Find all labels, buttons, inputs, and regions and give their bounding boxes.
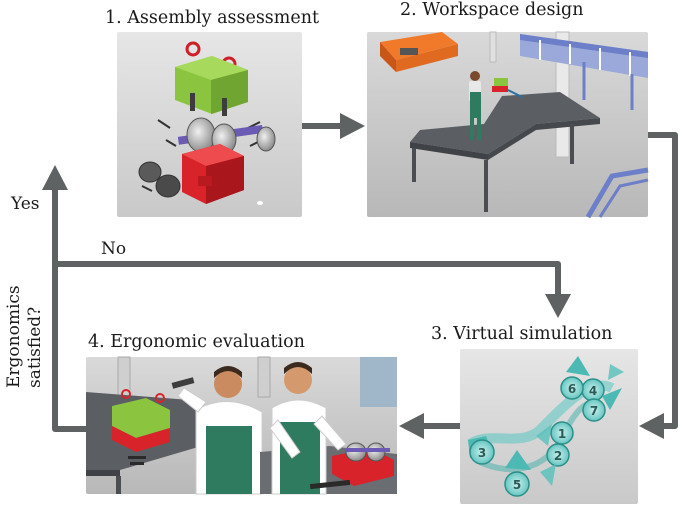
flow-arrows xyxy=(42,113,678,439)
arrow-simulation-to-evaluation-head xyxy=(399,413,424,439)
l-shaped-workbench xyxy=(410,92,600,212)
right-worker-figure xyxy=(269,362,347,495)
svg-text:4: 4 xyxy=(589,384,597,398)
yes-label: Yes xyxy=(10,194,40,214)
workbench-fixture xyxy=(492,78,523,98)
blue-conveyor xyxy=(520,34,649,219)
svg-text:5: 5 xyxy=(513,478,521,492)
workspace-design-image xyxy=(367,31,649,219)
arrow-assessment-to-design-head xyxy=(340,113,365,139)
arrow-no-head xyxy=(545,294,571,318)
loose-gear-icons xyxy=(138,161,263,205)
ergonomic-evaluation-image xyxy=(86,356,397,495)
worker-figure xyxy=(469,71,481,140)
no-label: No xyxy=(101,239,126,259)
svg-text:6: 6 xyxy=(568,382,576,396)
sim-direction-arrows xyxy=(536,364,624,486)
assembly-assessment-image xyxy=(117,32,302,217)
arrow-no-to-simulation xyxy=(55,261,561,296)
step-1-title: 1. Assembly assessment xyxy=(105,8,319,28)
arrow-design-to-simulation xyxy=(648,132,678,429)
red-housing-base xyxy=(182,144,244,204)
sim-marker-6: 6 xyxy=(560,356,590,400)
right-fixture xyxy=(332,442,394,486)
decision-question-line-1: Ergonomics xyxy=(4,285,24,388)
svg-text:1: 1 xyxy=(558,427,566,441)
green-housing-cover xyxy=(175,56,248,116)
sim-marker-5: 5 xyxy=(504,450,531,497)
left-fixture xyxy=(112,389,170,452)
arrow-design-to-simulation-head xyxy=(639,413,664,439)
svg-text:7: 7 xyxy=(590,404,598,418)
arrow-evaluation-to-decision xyxy=(52,188,86,432)
step-4-title: 4. Ergonomic evaluation xyxy=(88,332,305,352)
virtual-simulation-image: 1 2 3 4 5 6 7 xyxy=(460,349,638,504)
decision-question-line-2: satisfied? xyxy=(25,307,45,388)
arrow-yes-head xyxy=(42,165,68,190)
sim-marker-2: 2 xyxy=(546,443,570,467)
svg-text:3: 3 xyxy=(478,446,486,460)
step-2-title: 2. Workspace design xyxy=(400,0,584,20)
orange-machine xyxy=(380,32,458,72)
sim-marker-1: 1 xyxy=(550,421,574,445)
sim-marker-4: 4 xyxy=(581,378,605,402)
svg-text:2: 2 xyxy=(554,449,562,463)
sim-marker-3: 3 xyxy=(468,436,495,465)
sim-marker-7: 7 xyxy=(582,388,622,422)
left-worker-figure xyxy=(171,366,263,495)
step-3-title: 3. Virtual simulation xyxy=(431,324,612,344)
decision-question: Ergonomics satisfied? xyxy=(4,280,45,388)
hand-tool-icons xyxy=(128,456,351,490)
